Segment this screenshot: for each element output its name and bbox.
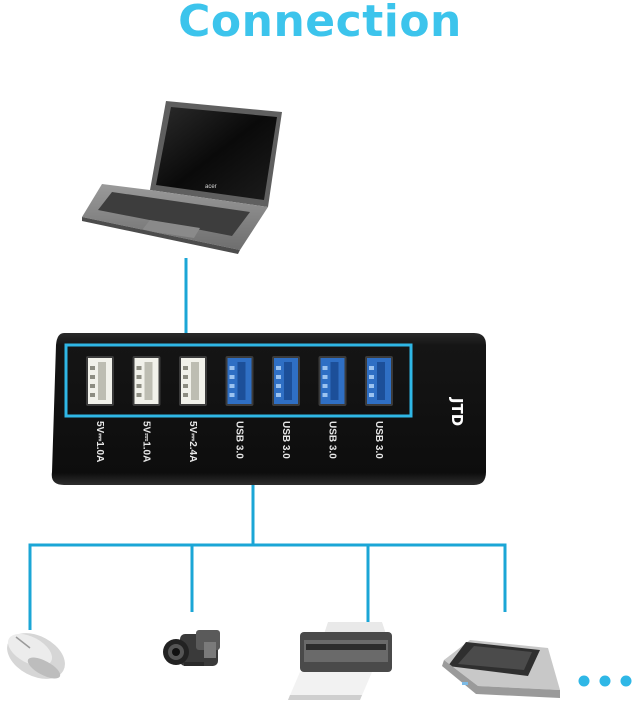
usb-port-label-6: USB 3.0 <box>327 421 338 459</box>
laptop-icon: acer <box>82 101 282 254</box>
usb-port-label-7: USB 3.0 <box>373 421 384 459</box>
connection-lines <box>28 258 507 630</box>
usb-port-label-2: 5V⎓1.0A <box>141 421 152 462</box>
ports-highlight-box <box>64 343 413 418</box>
camcorder-icon <box>163 630 220 666</box>
device-bus-line <box>28 543 507 630</box>
usb-port-7[interactable] <box>365 356 393 406</box>
usb-port-label-3: 5V⎓2.4A <box>187 421 198 462</box>
usb-hub: 5V⎓1.0A 5V⎓1.0A 5V⎓2.4A USB 3.0 USB 3.0 USB 3… <box>51 333 486 485</box>
more-devices-ellipsis-icon <box>578 675 632 687</box>
usb-port-label-1: 5V⎓1.0A <box>94 421 105 462</box>
usb-port-label-5: USB 3.0 <box>280 421 291 459</box>
usb-port-label-4: USB 3.0 <box>234 421 245 459</box>
printer-icon <box>288 622 392 700</box>
mouse-icon <box>7 633 65 679</box>
usb-port-2[interactable] <box>132 356 161 406</box>
usb-port-6[interactable] <box>318 356 347 406</box>
hub-brand: JTD <box>448 397 466 426</box>
usb-port-4[interactable] <box>225 356 254 406</box>
laptop-brand: acer <box>205 184 217 190</box>
usb-ports: 5V⎓1.0A 5V⎓1.0A 5V⎓2.4A USB 3.0 USB 3.0 USB 3… <box>86 356 393 462</box>
usb-port-5[interactable] <box>272 356 300 406</box>
usb-port-3[interactable] <box>179 356 207 406</box>
hub-logo: JTD <box>448 397 466 426</box>
scanner-icon <box>442 640 560 698</box>
usb-port-1[interactable] <box>86 356 114 406</box>
page-title: Connection <box>178 0 462 47</box>
